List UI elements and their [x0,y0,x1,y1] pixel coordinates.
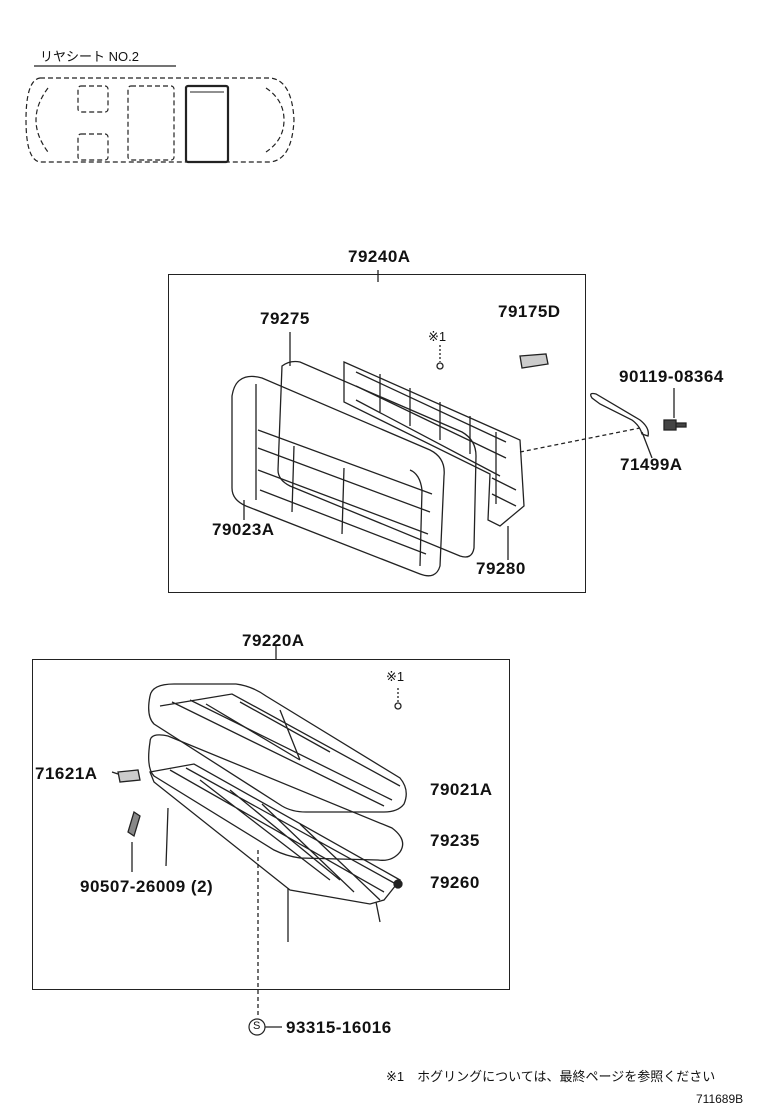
back-frame-label: 79280 [476,559,526,578]
upper-assembly-label: 79240A [348,247,411,266]
cushion-pad-small-label: 71621A [35,764,98,783]
hinge-bolt-label: 90119-08364 [619,367,724,386]
back-cover-label: 79275 [260,309,310,328]
frame-bolt-label: 90507-26009 (2) [80,877,214,896]
lower-hog-ring-mark: ※1 [386,669,405,684]
figure-id: 711689B [696,1092,744,1106]
lower-assembly-box [32,659,510,990]
view-label: リヤシート NO.2 [40,49,139,64]
back-assy-label: 79023A [212,520,275,539]
cushion-pad-label: 79235 [430,831,480,850]
upper-assembly-box [168,274,586,593]
nut-label: 93315-16016 [286,1018,392,1037]
back-pad-label: 79175D [498,302,561,321]
upper-hog-ring-mark: ※1 [428,329,447,344]
cushion-assy-label: 79021A [430,780,493,799]
cushion-frame-label: 79260 [430,873,480,892]
nut-symbol: S [253,1020,261,1032]
lower-assembly-label: 79220A [242,631,305,650]
hinge-label: 71499A [620,455,683,474]
footnote: ※1 ホグリングについては、最終ページを参照ください [386,1069,716,1084]
